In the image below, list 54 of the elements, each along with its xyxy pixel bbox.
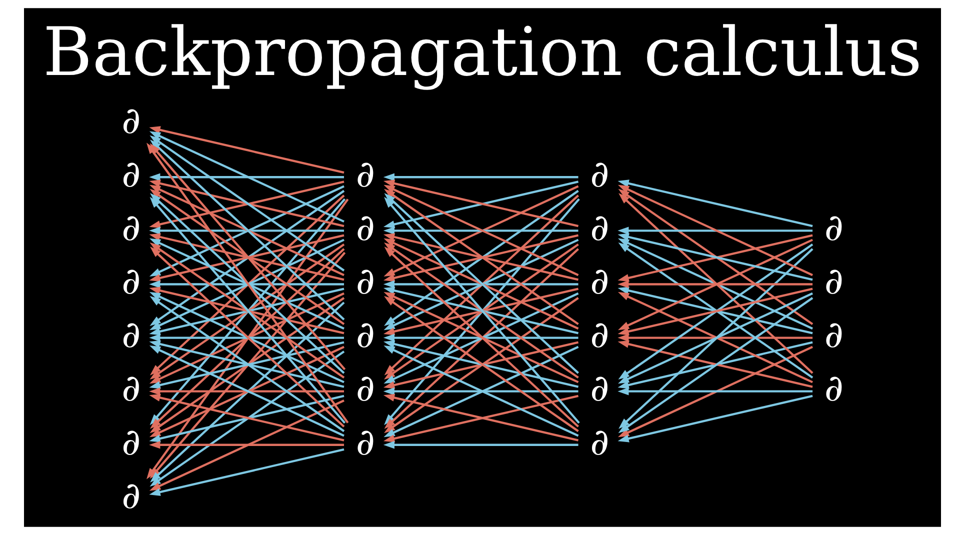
arrow (382, 280, 578, 288)
node-text: ∂ (121, 206, 140, 250)
node-text: ∂ (590, 313, 609, 356)
node-text: ∂ (590, 260, 609, 303)
arrow (618, 188, 813, 325)
node-text: ∂ (121, 313, 140, 356)
arrow (148, 441, 344, 449)
arrow (149, 252, 346, 479)
node-text: ∂ (590, 206, 609, 250)
node-text: ∂ (355, 152, 374, 196)
node-text: ∂ (121, 98, 140, 142)
arrow (617, 387, 812, 396)
node-text: ∂ (355, 420, 374, 464)
arrow (618, 193, 813, 374)
node-text: ∂ (355, 366, 374, 410)
node-text: ∂ (355, 313, 374, 356)
arrow (149, 350, 344, 487)
node-text: ∂ (355, 260, 374, 303)
node-text: ∂ (121, 152, 140, 196)
arrow (148, 334, 344, 342)
node-text: ∂ (121, 420, 140, 464)
node-text: ∂ (590, 420, 609, 464)
node-text: ∂ (590, 366, 609, 410)
arrow (617, 280, 812, 288)
arrow (382, 387, 578, 396)
node-text: ∂ (590, 152, 609, 196)
node-text: ∂ (824, 260, 843, 303)
node-text: ∂ (355, 206, 374, 250)
arrow (617, 346, 812, 438)
node-text: ∂ (121, 474, 140, 517)
arrow (617, 394, 812, 442)
arrow (618, 248, 813, 429)
arrow (148, 448, 344, 496)
arrow (617, 180, 812, 228)
arrow (382, 226, 578, 235)
arrow (148, 387, 344, 396)
node-text: ∂ (824, 313, 843, 356)
diagram-title: Backpropagation calculus (42, 13, 922, 92)
arrow (382, 334, 578, 342)
arrow (617, 334, 812, 342)
arrow (148, 280, 344, 288)
arrow (382, 441, 578, 449)
arrow (617, 184, 812, 276)
arrow (382, 173, 578, 182)
arrow (148, 173, 344, 182)
node-text: ∂ (121, 260, 140, 303)
arrow (148, 399, 344, 491)
arrow (618, 297, 813, 434)
arrow (148, 226, 344, 235)
arrow (617, 226, 812, 235)
arrow (150, 302, 344, 482)
node-text: ∂ (824, 206, 843, 250)
node-text: ∂ (121, 366, 140, 410)
node-text: ∂ (824, 366, 843, 410)
